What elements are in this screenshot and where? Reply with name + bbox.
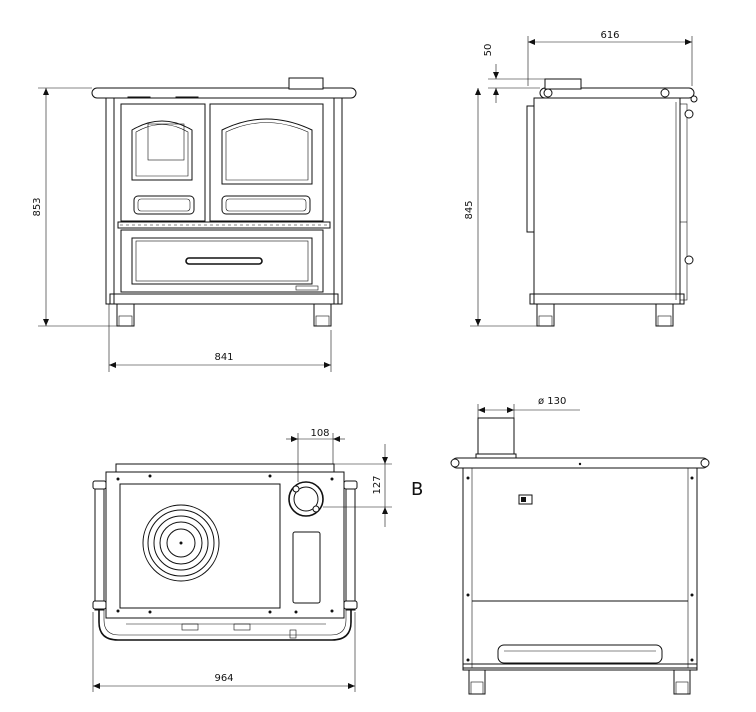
top-cooking-plate xyxy=(105,471,345,619)
front-left-door xyxy=(120,103,206,222)
front-right-door xyxy=(209,103,324,222)
top-towel-rail xyxy=(98,610,352,641)
top-flue-outlet xyxy=(288,481,324,517)
side-body xyxy=(533,97,681,305)
view-b-label: B xyxy=(411,479,423,500)
back-flue-diameter-label: ø 130 xyxy=(538,396,566,407)
front-drawer-handle xyxy=(185,257,263,265)
side-flue-offset-label: 50 xyxy=(483,44,494,57)
top-flue-y-label: 127 xyxy=(372,475,383,494)
side-height-label: 845 xyxy=(464,200,475,219)
top-hob-rings xyxy=(142,504,220,582)
back-flue-pipe xyxy=(477,417,515,457)
top-view: 108 127 964 xyxy=(92,428,392,692)
front-view: 853 841 xyxy=(32,77,357,372)
side-depth-label: 616 xyxy=(600,30,619,41)
top-slot xyxy=(292,531,321,604)
front-drawer xyxy=(120,229,324,293)
front-height-label: 853 xyxy=(32,197,43,216)
front-body xyxy=(113,97,335,305)
front-foot-right xyxy=(313,303,332,327)
back-view: ø 130 xyxy=(450,396,710,695)
side-foot-right xyxy=(655,303,674,327)
front-foot-left xyxy=(116,303,135,327)
top-flue-x-label: 108 xyxy=(310,428,329,439)
side-flue-collar xyxy=(544,78,582,90)
side-view: 616 50 845 xyxy=(464,30,698,327)
front-width-label: 841 xyxy=(214,352,233,363)
back-ash-tray xyxy=(497,644,663,664)
front-flue-collar xyxy=(288,77,324,90)
side-foot-left xyxy=(536,303,555,327)
back-body xyxy=(462,467,698,669)
top-width-label: 964 xyxy=(214,673,233,684)
back-label-plate xyxy=(518,494,533,505)
